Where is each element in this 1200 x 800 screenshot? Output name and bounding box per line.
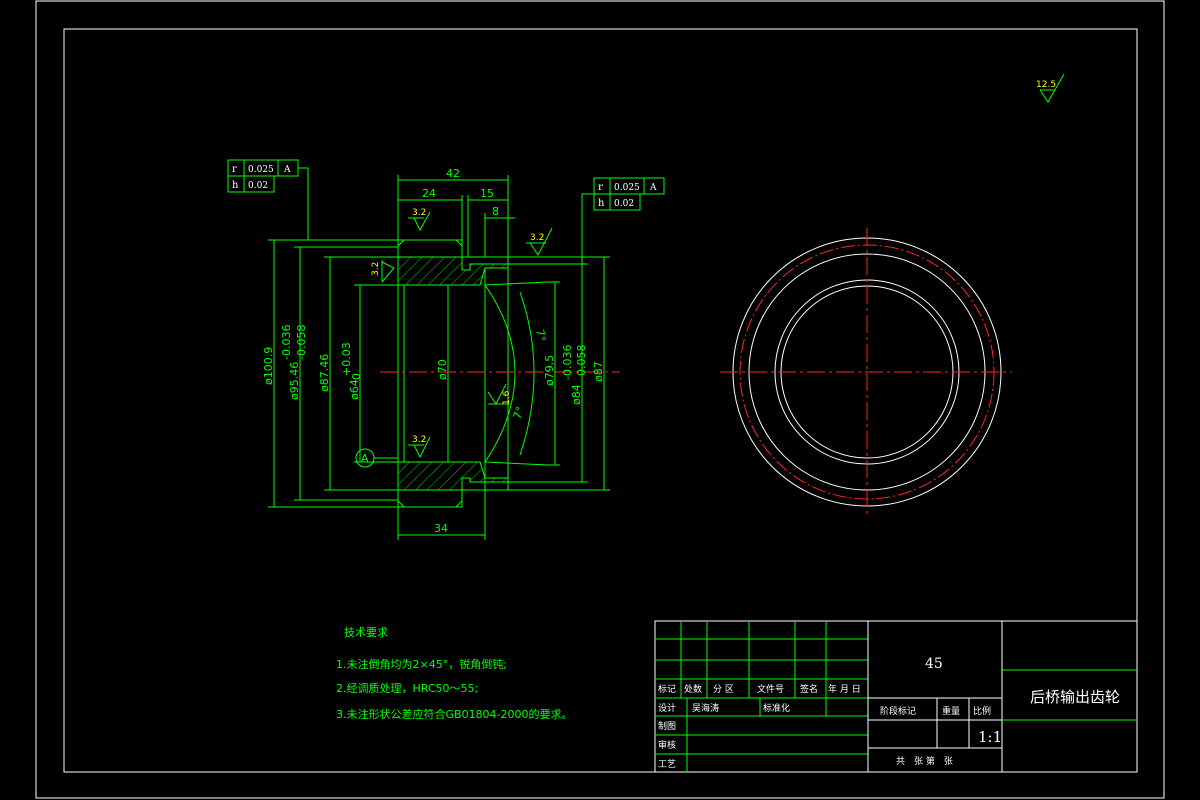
label-zone: 分 区 [713,684,734,695]
tf-left-datum: A [283,165,291,175]
dim-dia-84: ø84 [570,384,583,405]
dim-8: 8 [492,205,499,218]
dim-dia-95-46: ø95.46 [288,362,301,400]
tf-right-r-value: 0.025 [614,183,640,193]
tf-left-r-value: 0.025 [248,165,274,175]
label-count: 处数 [684,683,702,695]
gear-rim-bottom [397,489,463,508]
tech-req-item-1: 1.未注倒角均为2×45°，锐角倒钝; [336,657,507,671]
label-check: 审核 [658,739,676,751]
dim-dia-100-9: ø100.9 [262,347,275,385]
dim-tol-64-lower: 0 [350,373,363,380]
tech-req-item-2: 2.经调质处理，HRC50～55; [336,682,478,695]
roughness-top-left: 3.2 [408,208,431,232]
label-sheets: 共 张 第 张 [896,755,953,767]
label-sign: 签名 [800,683,818,695]
tolerance-frame-left: r 0.025 A h 0.02 [227,159,309,240]
dim-34: 34 [434,522,448,535]
label-draw: 制图 [658,720,676,732]
roughness-top-left-value: 3.2 [412,208,426,218]
dim-dia-64: ø64 [348,379,361,400]
label-stage-mark: 阶段标记 [880,705,916,717]
dim-tol-84-upper: -0.036 [561,345,574,380]
dim-42: 42 [446,167,460,180]
roughness-top-right-value: 3.2 [530,233,544,243]
dim-dia-70: ø70 [436,359,449,380]
roughness-bottom-value: 3.2 [412,435,426,445]
dim-dia-79-5: ø79.5 [543,355,556,386]
dim-dia-87: ø87 [592,361,605,382]
dim-dia-87-46: ø87.46 [318,354,331,392]
tf-left-h: h [232,180,239,191]
dim-tol-64-upper: +0.03 [340,342,353,376]
hatch-top [397,256,509,286]
tf-left-h-value: 0.02 [248,181,268,191]
scale-value: 1:1 [978,728,1002,746]
label-mark: 标记 [658,683,676,695]
designer-name: 吴海涛 [692,702,719,714]
outer-border [35,0,1165,799]
tech-req-title: 技术要求 [344,626,388,639]
dim-15: 15 [480,187,494,200]
datum-a-letter: A [361,452,369,465]
title-block: 45 后桥输出齿轮 1:1 标记 处数 分 区 文件号 签名 年 月 日 设计 … [654,620,1138,773]
roughness-inner: 1.6 [487,383,512,405]
tf-right-h: h [598,198,605,209]
angle-top: 7° [533,328,548,343]
roughness-bottom: 3.2 [408,435,431,459]
roughness-left-side: 3.2 [371,260,395,283]
label-date: 年 月 日 [828,683,861,695]
label-standardize: 标准化 [763,702,790,714]
section-view: ø100.9 ø95.46 -0.036 -0.058 ø87.46 ø64 +… [227,159,665,540]
dim-tol-95-upper: -0.036 [280,325,293,360]
tf-right-r: r [598,182,603,193]
technical-requirements: 技术要求 1.未注倒角均为2×45°，锐角倒钝; 2.经调质处理，HRC50～5… [336,626,573,721]
end-view [720,228,1012,518]
tf-left-r: r [232,164,237,175]
inner-frame [63,28,1138,773]
roughness-inner-value: 1.6 [502,390,512,405]
dim-tol-95-lower: -0.058 [295,325,308,360]
roughness-left-side-value: 3.2 [371,262,381,276]
material: 45 [925,656,943,672]
tech-req-item-3: 3.未注形状公差应符合GB01804-2000的要求。 [336,707,573,721]
dim-tol-84-lower: -0.058 [575,345,588,380]
roughness-top-right: 3.2 [526,227,553,256]
label-doc-no: 文件号 [757,683,784,695]
label-design: 设计 [658,702,676,714]
label-process: 工艺 [658,759,676,770]
general-roughness-symbol: 12.5 [1036,73,1065,103]
tf-right-datum: A [649,183,657,193]
general-roughness-value: 12.5 [1036,80,1056,90]
part-name: 后桥输出齿轮 [1030,688,1120,706]
dim-24: 24 [422,187,436,200]
tf-right-h-value: 0.02 [614,199,634,209]
label-scale: 比例 [973,705,991,717]
tolerance-frame-right: r 0.025 A h 0.02 [581,177,665,264]
gear-rim-top [397,239,463,258]
hatch-bottom [397,461,509,491]
angle-bottom: 7° [511,405,527,421]
label-weight: 重量 [942,705,960,717]
datum-a-symbol: A [355,448,398,468]
